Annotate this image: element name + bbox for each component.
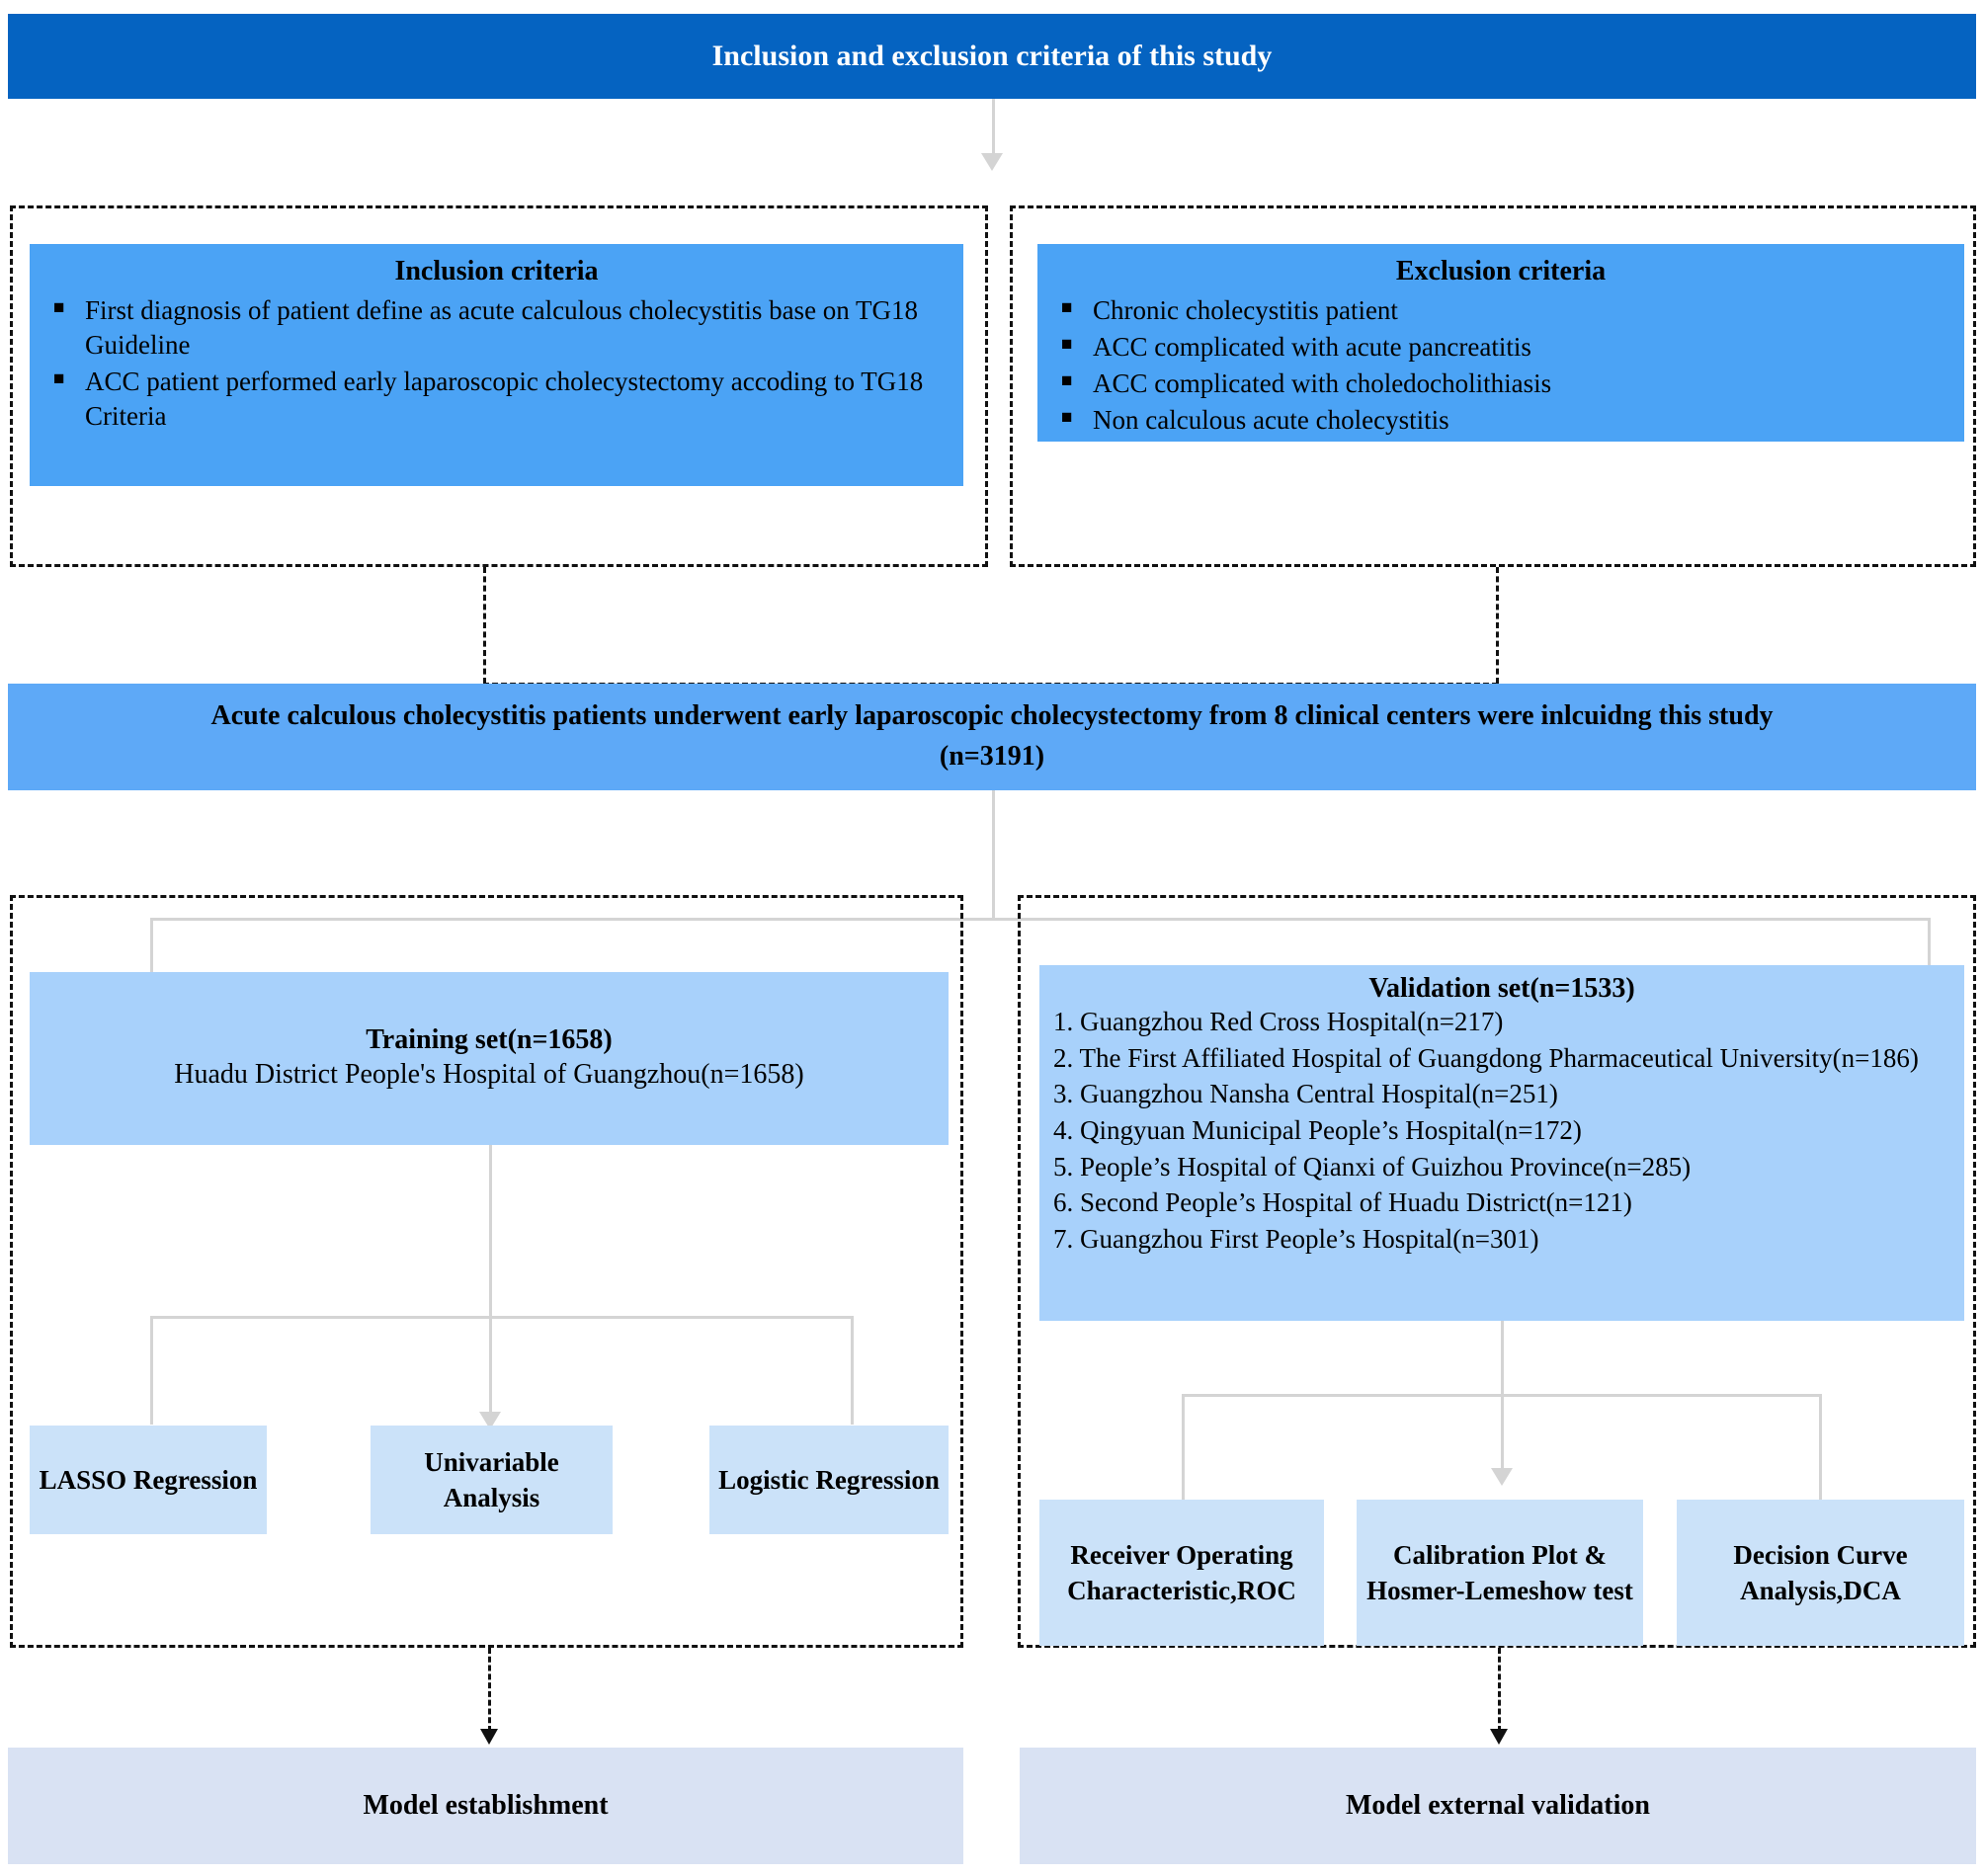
header-title: Inclusion and exclusion criteria of this… [711,40,1273,72]
cohort-banner-line1: Acute calculous cholecystitis patients u… [210,700,1774,732]
connector-to-calibration [1501,1394,1504,1471]
list-item: First diagnosis of patient define as acu… [43,293,950,363]
method-box-logistic: Logistic Regression [709,1426,949,1534]
connector-to-roc [1182,1394,1185,1501]
connector-validation-arm-to-outcome [1498,1648,1501,1732]
connector-training-arm-to-outcome [488,1648,491,1732]
connector-split-bracket [150,918,1931,921]
exclusion-box: Exclusion criteria Chronic cholecystitis… [1037,244,1964,442]
list-item: ACC complicated with choledocholithiasis [1051,367,1950,401]
connector-validation-down [1501,1321,1504,1396]
connector-to-logistic [851,1316,854,1425]
arrow-to-model-external-validation [1490,1729,1508,1745]
method-label: Receiver Operating Characteristic,ROC [1067,1539,1296,1605]
method-box-dca: Decision Curve Analysis,DCA [1677,1500,1964,1646]
arrow-header-to-criteria [981,153,1003,171]
inclusion-title: Inclusion criteria [394,256,599,286]
validation-arm-container [1018,895,1976,1648]
arrow-to-univariable [479,1412,501,1429]
inclusion-container [10,205,988,567]
cohort-banner: Acute calculous cholecystitis patients u… [8,684,1976,790]
connector-to-dca [1819,1394,1822,1501]
connector-training-down [489,1145,492,1318]
connector-training-methods-bracket [150,1316,854,1319]
connector-to-training [150,918,153,975]
inclusion-list: First diagnosis of patient define as acu… [30,293,963,446]
validation-set-box: Validation set(n=1533) 1. Guangzhou Red … [1039,965,1964,1321]
connector-header-to-criteria [992,99,995,156]
exclusion-title: Exclusion criteria [1395,256,1607,286]
list-item: 7. Guangzhou First People’s Hospital(n=3… [1053,1223,1539,1254]
training-arm-container [10,895,963,1648]
cohort-banner-line2: (n=3191) [939,741,1045,772]
connector-to-lasso [150,1316,153,1425]
connector-inclusion-down [483,567,486,684]
outcome-label: Model external validation [1346,1790,1650,1821]
validation-set-title: Validation set(n=1533) [1368,973,1635,1004]
model-external-validation-box: Model external validation [1020,1748,1976,1864]
exclusion-container [1010,205,1976,567]
method-label: Univariable Analysis [424,1446,559,1512]
training-set-box: Training set(n=1658) Huadu District Peop… [30,972,949,1145]
list-item: 5. People’s Hospital of Qianxi of Guizho… [1053,1151,1692,1182]
list-item: 3. Guangzhou Nansha Central Hospital(n=2… [1053,1079,1558,1109]
connector-exclusion-down [1496,567,1499,684]
connector-to-validation [1928,918,1931,975]
method-label: Logistic Regression [718,1464,940,1495]
list-item: 1. Guangzhou Red Cross Hospital(n=217) [1053,1007,1504,1036]
list-item: 4. Qingyuan Municipal People’s Hospital(… [1053,1114,1582,1145]
header-banner: Inclusion and exclusion criteria of this… [8,14,1976,99]
method-label: Decision Curve Analysis,DCA [1733,1539,1908,1605]
list-item: 2. The First Affiliated Hospital of Guan… [1053,1042,1919,1073]
outcome-label: Model establishment [363,1790,609,1821]
list-item: Chronic cholecystitis patient [1051,293,1950,328]
list-item: 6. Second People’s Hospital of Huadu Dis… [1053,1187,1632,1218]
model-establishment-box: Model establishment [8,1748,963,1864]
list-item: ACC complicated with acute pancreatitis [1051,330,1950,365]
inclusion-box: Inclusion criteria First diagnosis of pa… [30,244,963,486]
method-box-calibration: Calibration Plot & Hosmer-Lemeshow test [1357,1500,1643,1646]
training-set-title: Training set(n=1658) [366,1023,613,1055]
list-item: Non calculous acute cholecystitis [1051,403,1950,438]
method-box-univariable: Univariable Analysis [371,1426,613,1534]
method-label: Calibration Plot & Hosmer-Lemeshow test [1366,1539,1633,1605]
method-box-lasso: LASSO Regression [30,1426,267,1534]
arrow-to-calibration [1491,1468,1513,1486]
arrow-to-model-establishment [480,1729,498,1745]
method-label: LASSO Regression [39,1464,258,1495]
validation-hospital-list: 1. Guangzhou Red Cross Hospital(n=217) 2… [1039,1005,1964,1257]
connector-to-univariable [489,1316,492,1415]
training-set-subtitle: Huadu District People's Hospital of Guan… [174,1058,804,1090]
method-box-roc: Receiver Operating Characteristic,ROC [1039,1500,1324,1646]
list-item: ACC patient performed early laparoscopic… [43,365,950,434]
exclusion-list: Chronic cholecystitis patient ACC compli… [1037,293,1964,449]
connector-banner-down [992,790,995,920]
